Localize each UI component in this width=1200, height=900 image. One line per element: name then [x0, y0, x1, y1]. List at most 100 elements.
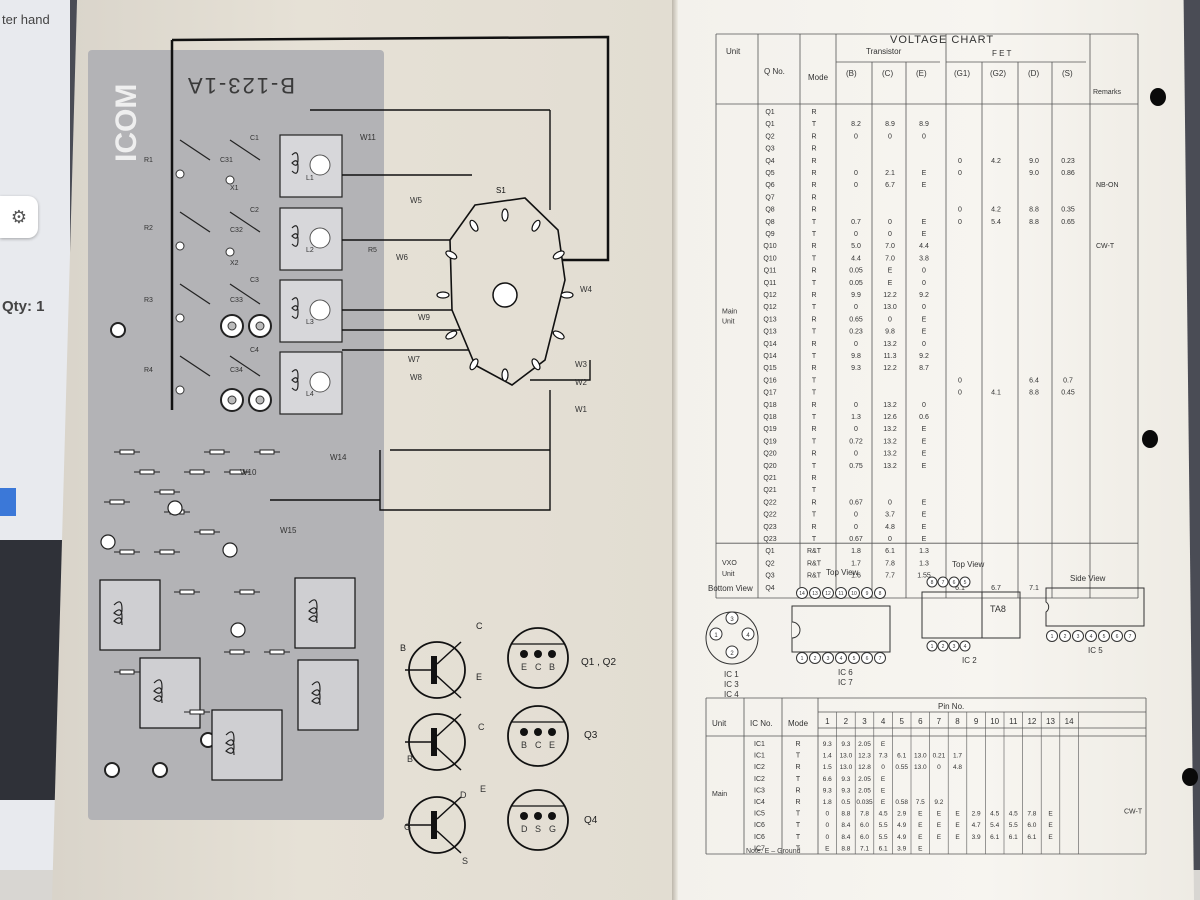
component-label: X1: [230, 185, 239, 192]
resistor: [259, 449, 275, 455]
ic-pin: [796, 652, 808, 664]
header-mode: Mode: [808, 73, 829, 82]
chart-cell-g1: 0: [958, 390, 962, 397]
component-label: L4: [306, 391, 314, 398]
ground-note: Note: E – Ground: [746, 848, 801, 855]
pin-voltage: 2.9: [972, 811, 981, 818]
chart-cell-e: 0.6: [919, 414, 929, 421]
vxo-cell-g2: 6.7: [991, 585, 1001, 592]
component-label: C3: [250, 277, 259, 284]
chart-cell-e: 0: [922, 304, 926, 311]
chart-cell-e: E: [922, 219, 927, 226]
chart-cell-g1: 0: [958, 377, 962, 384]
pin-voltage: 3.9: [972, 834, 981, 841]
ic6-caption: IC 6: [838, 668, 853, 677]
coil-winding: [291, 369, 299, 391]
chart-cell-c: 2.1: [885, 170, 895, 177]
ic-pin: [809, 652, 821, 664]
chart-cell-m: T: [812, 304, 817, 311]
chart-cell-e: 0: [922, 402, 926, 409]
ic-pin: [1046, 630, 1058, 642]
chart-cell-m: R: [811, 268, 816, 275]
chart-cell-s: 0.35: [1061, 207, 1075, 214]
chart-cell-e: 0: [922, 280, 926, 287]
chart-cell-q: Q3: [765, 146, 774, 153]
chart-cell-m: R: [811, 207, 816, 214]
ic-pin: [1124, 630, 1136, 642]
chart-cell-g1: 0: [958, 170, 962, 177]
vxo-cell-e: 1.3: [919, 548, 929, 555]
trimmer-cap: [229, 283, 261, 305]
pin-ic-name: IC7: [754, 845, 765, 852]
chart-cell-m: T: [812, 536, 817, 543]
vxo-cell-g1: 6.1: [955, 585, 965, 592]
pin-mode: T: [796, 845, 801, 852]
header-qno: Q No.: [764, 67, 785, 76]
wire-label: W14: [330, 453, 347, 462]
pin-voltage: 8.4: [841, 834, 850, 841]
pin-voltage: E: [1048, 834, 1053, 841]
pin-mode: R: [795, 764, 800, 771]
pin-voltage: 2.05: [858, 776, 871, 783]
pin-ic-name: IC6: [754, 822, 765, 829]
pin-voltage: E: [918, 822, 923, 829]
resistor: [139, 469, 155, 475]
ic-pin-number: 14: [799, 591, 805, 597]
pin-voltage: 8.8: [841, 811, 850, 818]
wire-label: W9: [418, 313, 431, 322]
pin-voltage: E: [881, 776, 886, 783]
coil-block: [99, 579, 161, 651]
package-pin: [548, 812, 556, 820]
pin-voltage: 6.1: [879, 845, 888, 852]
background-text: ter hand: [2, 12, 50, 27]
chart-cell-g2: 4.2: [991, 158, 1001, 165]
chart-cell-b: 0.23: [849, 329, 863, 336]
pin-voltage: 0: [825, 834, 829, 841]
chart-cell-b: 0: [854, 182, 858, 189]
chart-cell-s: 0.65: [1061, 219, 1075, 226]
wire-label: W4: [580, 285, 593, 294]
pin-mode: T: [796, 776, 801, 783]
brand-logo: ICOM: [110, 83, 143, 162]
chart-cell-e: 0: [922, 133, 926, 140]
chart-cell-e: E: [922, 329, 927, 336]
chart-cell-b: 0: [854, 451, 858, 458]
chart-cell-d: 8.8: [1029, 219, 1039, 226]
switch-label: S1: [496, 186, 506, 195]
pad: [225, 175, 235, 185]
ic-pin-number: 4: [840, 656, 843, 662]
chart-cell-m: T: [812, 463, 817, 470]
pin-voltage: 4.9: [897, 834, 906, 841]
lead: [436, 830, 462, 854]
package-pin: [534, 650, 542, 658]
pin-voltage: 13.0: [840, 753, 853, 760]
pad: [225, 247, 235, 257]
pin-number-header: 9: [974, 717, 979, 726]
pin-voltage: 5.5: [1009, 822, 1018, 829]
ic-pin-number: 3: [1077, 634, 1080, 640]
pin-header-mode: Mode: [788, 719, 809, 728]
ic-pin: [959, 640, 971, 652]
pin-voltage: 5.5: [879, 834, 888, 841]
coil-pad: [309, 154, 331, 176]
resistor: [119, 449, 135, 455]
top-view-caption-2: Top View: [952, 560, 985, 569]
chart-cell-m: R: [811, 292, 816, 299]
vxo-cell-q: Q2: [765, 560, 774, 567]
ic-pin-number: 5: [1103, 634, 1106, 640]
ic-pin-number: 1: [931, 644, 934, 650]
chart-cell-b: 0: [854, 170, 858, 177]
pin-voltage: 7.1: [860, 845, 869, 852]
pin-mode: T: [796, 822, 801, 829]
chart-cell-r: NB-ON: [1096, 182, 1119, 189]
chart-cell-q: Q2: [765, 133, 774, 140]
ic-pin-number: 4: [1090, 634, 1093, 640]
header-b: (B): [846, 69, 857, 78]
chart-cell-b: 9.9: [851, 292, 861, 299]
chart-cell-b: 0: [854, 304, 858, 311]
package-pin-label: C: [535, 740, 542, 750]
ta8-body: [981, 591, 1021, 639]
ic-pin: [874, 652, 886, 664]
chart-cell-b: 5.0: [851, 243, 861, 250]
package-pin: [548, 728, 556, 736]
